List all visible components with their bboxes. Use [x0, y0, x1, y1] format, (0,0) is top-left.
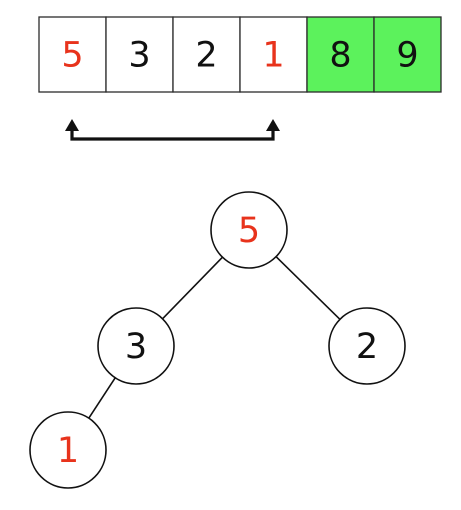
tree-edge — [275, 256, 341, 320]
tree-node-circle — [210, 191, 288, 269]
array-cell: 5 — [38, 16, 107, 93]
tree-node: 1 — [29, 411, 107, 489]
tree-node-value: 3 — [125, 327, 147, 367]
tree-edge — [161, 256, 224, 320]
swap-indicator — [65, 119, 280, 141]
tree-edges — [88, 256, 341, 419]
tree-node: 3 — [97, 307, 175, 385]
array-cell: 9 — [373, 16, 442, 93]
arrow-up-icon — [65, 119, 79, 131]
array-cell-value: 3 — [128, 36, 150, 76]
array-row: 5 3 2 1 8 9 — [38, 16, 442, 93]
array-cell-box — [306, 16, 375, 93]
array-cell-value: 8 — [329, 36, 351, 76]
tree-node-value: 2 — [356, 327, 378, 367]
array-cell-value: 5 — [61, 36, 83, 76]
tree-node: 5 — [210, 191, 288, 269]
array-cell: 3 — [105, 16, 174, 93]
array-cell: 2 — [172, 16, 241, 93]
array-cell-box — [172, 16, 241, 93]
array-cell-box — [373, 16, 442, 93]
tree-nodes: 5 3 2 1 — [29, 191, 406, 489]
tree-edge — [88, 377, 116, 419]
arrow-up-icon — [266, 119, 280, 131]
array-cell: 1 — [239, 16, 308, 93]
tree-node-value: 1 — [57, 431, 79, 471]
tree-node-circle — [97, 307, 175, 385]
swap-bracket-line — [70, 129, 275, 141]
array-cell-value: 2 — [195, 36, 217, 76]
array-cell-box — [38, 16, 107, 93]
tree-node-value: 5 — [238, 211, 260, 251]
tree-node-circle — [29, 411, 107, 489]
array-cell: 8 — [306, 16, 375, 93]
array-cell-box — [105, 16, 174, 93]
array-cell-value: 1 — [262, 36, 284, 76]
array-cell-value: 9 — [396, 36, 418, 76]
tree-node-circle — [328, 307, 406, 385]
tree-node: 2 — [328, 307, 406, 385]
